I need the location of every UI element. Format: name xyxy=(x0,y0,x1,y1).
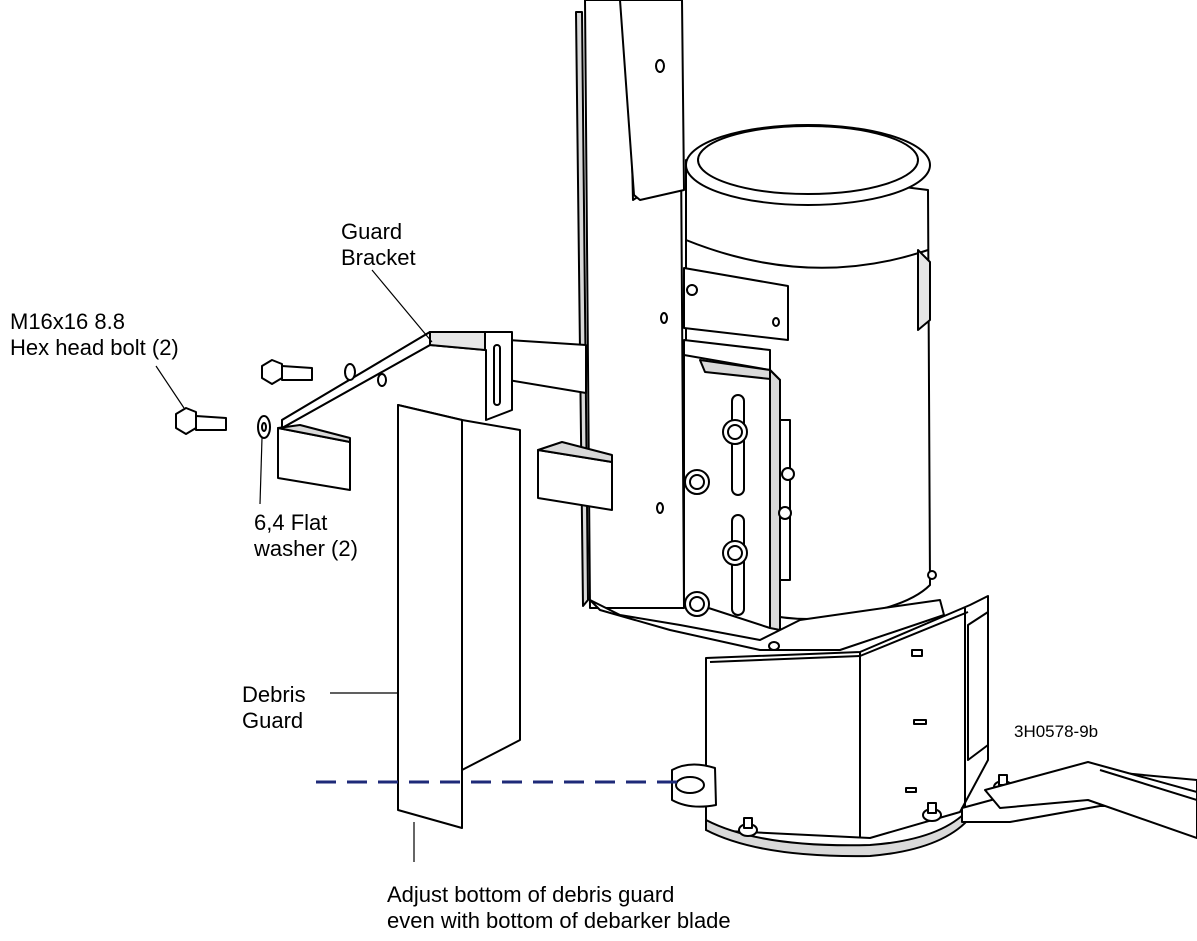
debris-guard-label-line1: Debris xyxy=(242,682,306,707)
motor-mount xyxy=(683,267,795,631)
blade-arm xyxy=(961,761,1197,839)
bolt-label: M16x16 8.8 Hex head bolt (2) xyxy=(10,309,179,361)
blade-housing xyxy=(671,595,1013,858)
mast xyxy=(575,0,685,609)
mast-base xyxy=(589,599,945,651)
bolt-label-line2: Hex head bolt (2) xyxy=(10,335,179,360)
flat-washers xyxy=(257,363,356,439)
washer-label: 6,4 Flat washer (2) xyxy=(254,510,358,562)
debris-guard-plate xyxy=(397,404,521,829)
adjust-note-line1: Adjust bottom of debris guard xyxy=(387,882,675,907)
guard-bracket-label-line1: Guard xyxy=(341,219,403,244)
leader-lines xyxy=(155,269,433,862)
figure-id: 3H0578-9b xyxy=(1014,722,1099,741)
adjust-note: Adjust bottom of debris guard even with … xyxy=(387,882,731,934)
guard-bracket-label: Guard Bracket xyxy=(341,219,416,271)
bolt-label-line1: M16x16 8.8 xyxy=(10,309,125,334)
hex-bolt-upper xyxy=(261,359,313,385)
guard-bracket-part xyxy=(277,331,513,491)
hex-bolt-lower xyxy=(175,407,227,435)
guard-bracket-label-line2: Bracket xyxy=(341,245,416,270)
debris-guard-label-line2: Guard xyxy=(242,708,304,733)
washer-label-line2: washer (2) xyxy=(254,536,358,561)
washer-label-line1: 6,4 Flat xyxy=(254,510,328,535)
debris-guard-label: Debris Guard xyxy=(242,682,306,734)
adjust-note-line2: even with bottom of debarker blade xyxy=(387,908,731,933)
